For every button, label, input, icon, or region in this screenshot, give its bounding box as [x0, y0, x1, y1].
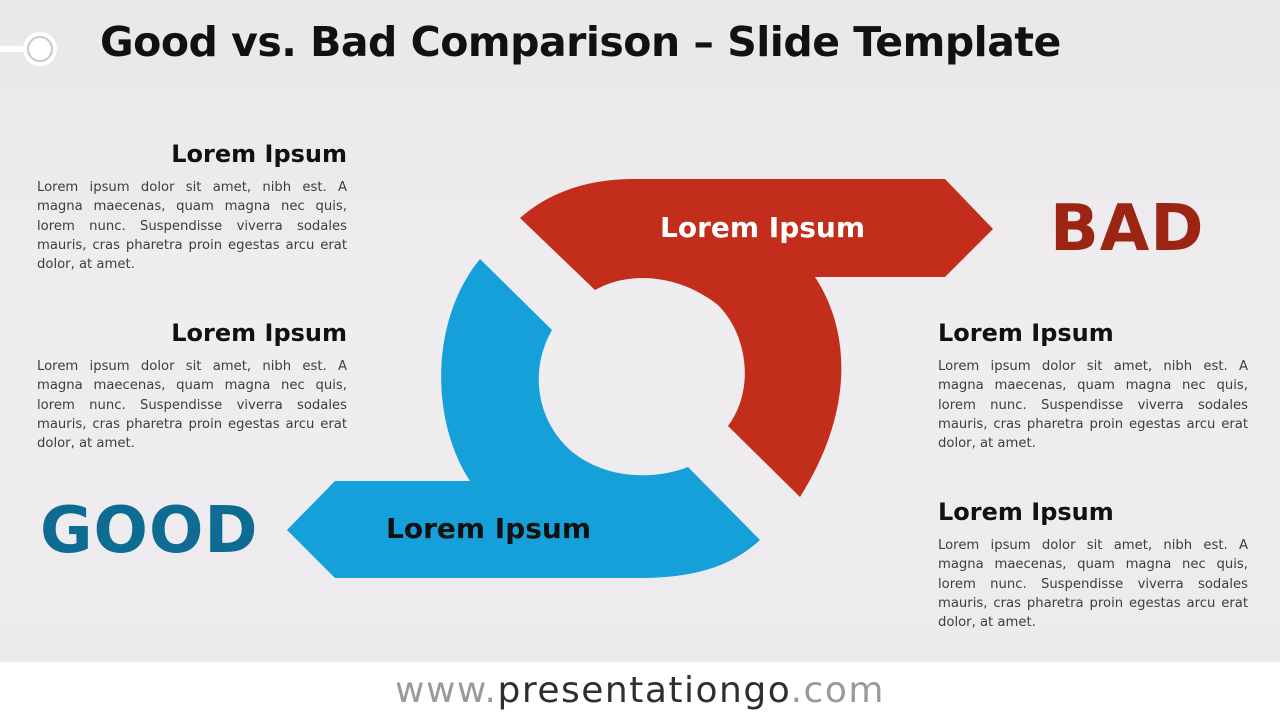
block-heading: Lorem Ipsum: [171, 319, 347, 347]
block-body: Lorem ipsum dolor sit amet, nibh est. A …: [938, 359, 1248, 452]
bad-arrow-shape: [520, 179, 993, 497]
text-block-mid-right: Lorem Ipsum Lorem ipsum dolor sit amet, …: [938, 319, 1248, 453]
block-heading: Lorem Ipsum: [938, 319, 1114, 347]
block-heading: Lorem Ipsum: [171, 140, 347, 168]
good-label: GOOD: [40, 494, 259, 568]
text-block-top-left: Lorem Ipsum Lorem ipsum dolor sit amet, …: [37, 140, 347, 274]
block-body: Lorem ipsum dolor sit amet, nibh est. A …: [37, 180, 347, 273]
text-block-bottom-right: Lorem Ipsum Lorem ipsum dolor sit amet, …: [938, 498, 1248, 632]
page-title: Good vs. Bad Comparison – Slide Template: [100, 18, 1061, 66]
footer-url-prefix: www.: [395, 670, 498, 711]
bad-arrow-label: Lorem Ipsum: [660, 211, 866, 244]
block-body: Lorem ipsum dolor sit amet, nibh est. A …: [938, 538, 1248, 631]
title-ornament-icon: [0, 32, 57, 66]
good-arrow-shape: [287, 259, 760, 578]
footer-url[interactable]: www.presentationgo.com: [395, 670, 885, 711]
block-heading: Lorem Ipsum: [938, 498, 1114, 526]
text-block-mid-left: Lorem Ipsum Lorem ipsum dolor sit amet, …: [37, 319, 347, 453]
footer: www.presentationgo.com: [0, 662, 1280, 720]
footer-url-domain: presentationgo: [497, 670, 791, 711]
good-arrow-label: Lorem Ipsum: [386, 512, 592, 545]
block-body: Lorem ipsum dolor sit amet, nibh est. A …: [37, 359, 347, 452]
footer-url-suffix: .com: [790, 670, 885, 711]
bad-label: BAD: [1050, 192, 1205, 266]
